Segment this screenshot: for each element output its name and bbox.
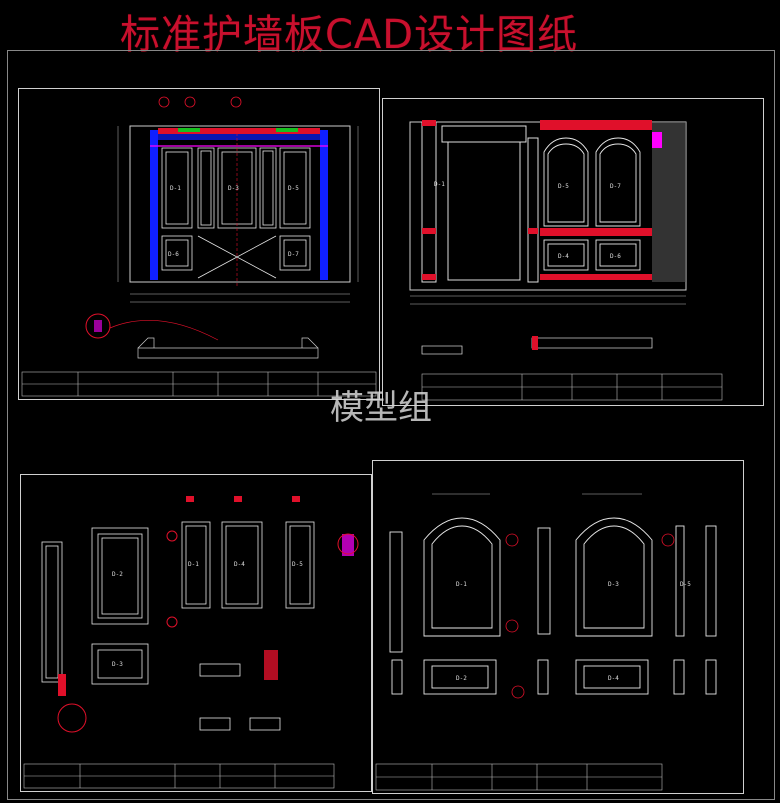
svg-text:D-5: D-5 bbox=[292, 561, 303, 568]
svg-text:D-3: D-3 bbox=[112, 661, 123, 668]
svg-text:D-1: D-1 bbox=[188, 561, 199, 568]
sheet-top-right: D-1 D-5 D-7 D-4 D-6 bbox=[382, 98, 764, 406]
panel-labels: D-2 D-3 D-1 D-4 D-5 bbox=[112, 561, 303, 668]
svg-text:D-7: D-7 bbox=[288, 251, 299, 258]
svg-text:D-4: D-4 bbox=[608, 675, 619, 682]
svg-text:D-7: D-7 bbox=[610, 183, 621, 190]
sheet-bottom-right: D-1 D-3 D-2 D-4 D-5 bbox=[372, 460, 744, 794]
svg-text:D-6: D-6 bbox=[168, 251, 179, 258]
svg-text:D-5: D-5 bbox=[558, 183, 569, 190]
svg-text:D-5: D-5 bbox=[680, 581, 691, 588]
title-block bbox=[23, 763, 335, 789]
svg-text:D-6: D-6 bbox=[610, 253, 621, 260]
panel-labels: D-1 D-3 D-5 D-6 D-7 bbox=[168, 185, 299, 258]
svg-text:D-3: D-3 bbox=[228, 185, 239, 192]
svg-text:D-1: D-1 bbox=[456, 581, 467, 588]
panel-labels: D-1 D-3 D-2 D-4 D-5 bbox=[456, 581, 691, 682]
svg-text:D-2: D-2 bbox=[112, 571, 123, 578]
title-block bbox=[21, 371, 377, 397]
panel-labels: D-1 D-5 D-7 D-4 D-6 bbox=[434, 181, 621, 260]
svg-text:D-3: D-3 bbox=[608, 581, 619, 588]
svg-text:D-4: D-4 bbox=[558, 253, 569, 260]
svg-text:D-1: D-1 bbox=[170, 185, 181, 192]
sheet-top-left: D-1 D-3 D-5 D-6 D-7 bbox=[18, 88, 380, 400]
svg-text:D-1: D-1 bbox=[434, 181, 445, 188]
watermark-text: 模型组 bbox=[330, 388, 432, 428]
outer-frame bbox=[7, 50, 775, 800]
title-block bbox=[421, 373, 723, 401]
title-block bbox=[375, 763, 663, 791]
svg-text:D-5: D-5 bbox=[288, 185, 299, 192]
svg-text:D-2: D-2 bbox=[456, 675, 467, 682]
sheet-bottom-left: D-2 D-3 D-1 D-4 D-5 bbox=[20, 474, 372, 792]
svg-text:D-4: D-4 bbox=[234, 561, 245, 568]
